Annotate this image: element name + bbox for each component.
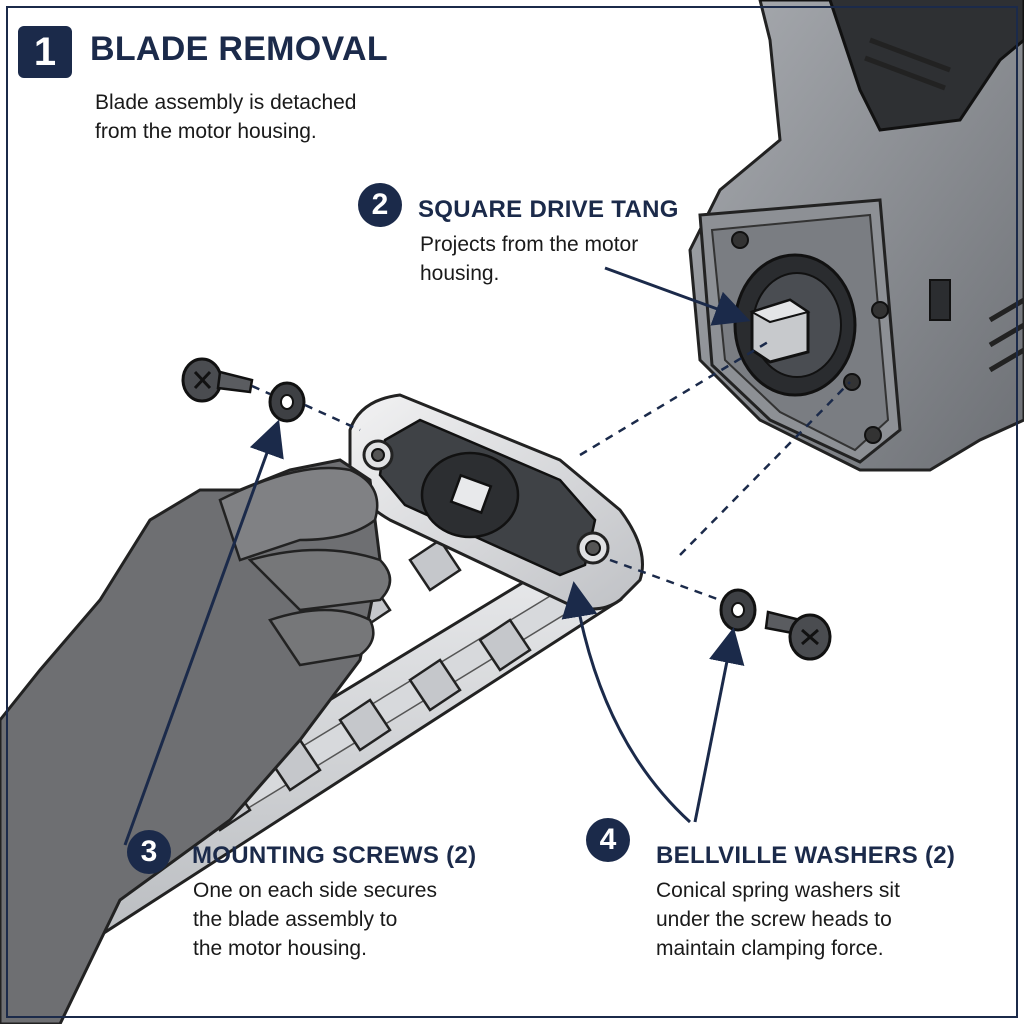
bellville-washer-left <box>268 381 306 423</box>
motor-housing <box>688 0 1024 472</box>
step-3-badge: 3 <box>127 830 171 874</box>
step-2-description: Projects from the motor housing. <box>420 233 639 285</box>
mounting-screw-left <box>181 357 254 403</box>
step-1-title: BLADE REMOVAL <box>90 30 388 68</box>
step-2-title: SQUARE DRIVE TANG <box>418 196 679 223</box>
square-drive-tang <box>749 298 811 364</box>
step-2-badge: 2 <box>358 183 402 227</box>
step-3-description: One on each side secures the blade assem… <box>193 879 437 960</box>
blade-mounting-plate <box>348 393 644 611</box>
mounting-screw-right <box>764 610 832 661</box>
leader-arrows <box>123 266 751 846</box>
gloved-hand <box>0 458 392 1024</box>
step-4-badge: 4 <box>586 818 630 862</box>
step-4-title: BELLVILLE WASHERS (2) <box>656 842 956 869</box>
step-3-title: MOUNTING SCREWS (2) <box>192 842 477 869</box>
step-1-badge: 1 <box>18 26 72 78</box>
step-4-description: Conical spring washers sit under the scr… <box>656 879 900 960</box>
alignment-lines <box>251 340 851 602</box>
step-1-description: Blade assembly is detached from the moto… <box>95 91 357 143</box>
bellville-washer-right <box>719 588 757 632</box>
